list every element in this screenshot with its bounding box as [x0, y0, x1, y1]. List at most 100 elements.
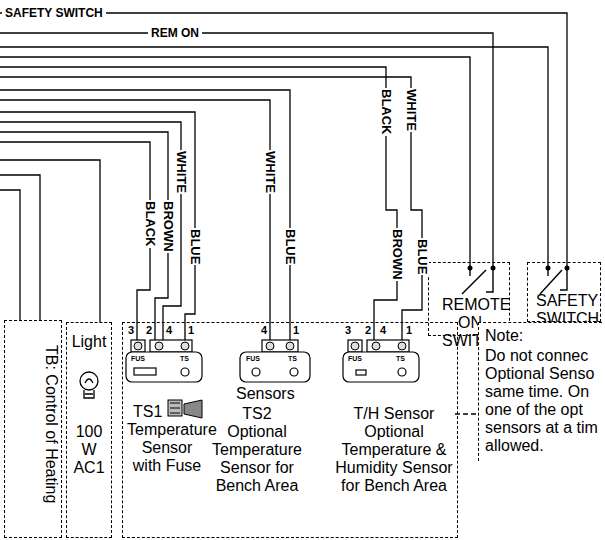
node-title: T/H Sensor: [335, 405, 453, 423]
wire: [0, 90, 290, 341]
wire-color: BLUE: [189, 228, 202, 265]
bulb-symbol: [80, 372, 98, 390]
switch-symbol: [560, 268, 567, 290]
wire-color: BLUE: [284, 228, 297, 265]
pin-number: 3: [345, 325, 351, 336]
wire: [0, 160, 100, 322]
wire: [0, 122, 181, 341]
sensor-icon: [184, 400, 202, 418]
sensor-body: [134, 368, 156, 375]
pin-number: 3: [128, 325, 134, 336]
wire: [0, 132, 168, 341]
signal-name: SAFETY SWITCH: [2, 6, 106, 20]
pin-number: 1: [188, 325, 194, 336]
node-text: 100 W AC1: [67, 423, 111, 477]
wire: [0, 67, 397, 341]
wire-color: BLACK: [144, 200, 157, 248]
sensor-icon: [168, 400, 182, 416]
sensor-body: [252, 368, 260, 376]
node-text: Temperature Sensor with Fuse: [127, 421, 207, 475]
node-text: Temperature & Humidity Sensor for Bench …: [335, 441, 453, 495]
terminal-tag: FUS: [131, 355, 145, 362]
terminal-board: TB: Control of Heating: [4, 320, 62, 538]
terminal-screw: [181, 342, 189, 350]
sensor-body: [356, 370, 366, 375]
switch-symbol: [486, 268, 493, 292]
pin-number: 2: [365, 325, 371, 336]
terminal-screw: [398, 342, 406, 350]
switch-symbol: [462, 268, 567, 294]
node-title: Light: [67, 333, 111, 351]
terminal-dot: [468, 266, 473, 271]
node-text: Optional: [211, 423, 303, 441]
terminal-screw: [351, 342, 359, 350]
wire: [0, 190, 20, 320]
terminal-screw: [134, 342, 142, 350]
sensor-body: [126, 340, 419, 382]
bulb-symbol: [80, 372, 98, 398]
sensor-body: [126, 352, 202, 382]
pin-number: 1: [406, 325, 412, 336]
bulb-symbol: [84, 390, 94, 398]
wire: [0, 175, 40, 320]
node-text: Do not connec Optional Senso same time. …: [479, 347, 602, 461]
switch-box: SAFETY SWITCH: [527, 262, 601, 322]
wire-color: BROWN: [162, 200, 175, 253]
node-title: Sensors: [236, 385, 295, 403]
terminal-dot: [468, 266, 570, 271]
terminal-tag: FUS: [348, 355, 362, 362]
node-title: TB: Control of Heating: [42, 345, 60, 503]
sensor-body: [398, 368, 406, 376]
node-title: TS1: [127, 403, 207, 421]
node-title: TS2: [211, 405, 303, 423]
pin-number: 4: [261, 325, 267, 336]
wire: [0, 142, 150, 341]
node-text: Temperature Sensor for Bench Area: [211, 441, 303, 495]
sensor-body: [240, 352, 310, 382]
terminal-screw: [266, 342, 274, 350]
pin-number: 4: [380, 325, 386, 336]
signal-name: REM ON: [148, 26, 202, 40]
sensor-body: [150, 340, 192, 352]
sensor-body: [181, 368, 189, 376]
terminal-tag: TS: [288, 355, 297, 362]
pin-number: 4: [166, 325, 172, 336]
sensor-body: [131, 340, 145, 352]
sensor-body: [262, 340, 298, 352]
note-box: Note:Do not connec Optional Senso same t…: [478, 322, 602, 461]
wire-color: BLUE: [416, 238, 429, 275]
terminal-dot: [491, 266, 496, 271]
light-box: Light 100 W AC1: [66, 322, 112, 538]
terminal-tag: TS: [180, 355, 189, 362]
terminal-screw: [286, 342, 294, 350]
wire: [0, 13, 567, 268]
terminal-screw: [372, 342, 380, 350]
wire: [0, 33, 493, 268]
wire-color: WHITE: [264, 150, 277, 194]
wire: [0, 77, 422, 341]
sensor-body: [348, 340, 362, 352]
wire: [0, 100, 270, 341]
terminal-screw: [134, 342, 406, 350]
sensor-icon: [170, 403, 180, 413]
wire: [0, 13, 567, 341]
sensor-body: [290, 368, 298, 376]
node-title: Note:: [479, 323, 602, 347]
bulb-symbol: [85, 379, 93, 383]
wire-color: WHITE: [175, 150, 188, 194]
terminal-tag: FUS: [246, 355, 260, 362]
terminal-dot: [565, 266, 570, 271]
wire: [0, 47, 548, 268]
sensor-icon: [168, 400, 202, 418]
terminal-tag: TS: [396, 355, 405, 362]
leader-line: [455, 413, 478, 414]
sensor-label: TS2OptionalTemperature Sensor for Bench …: [211, 405, 303, 495]
sensor-body: [367, 340, 409, 352]
sensor-label: T/H SensorOptionalTemperature & Humidity…: [335, 405, 453, 495]
wire-color: WHITE: [405, 88, 418, 132]
wire-color: BLACK: [380, 88, 393, 136]
wire: [0, 112, 195, 341]
terminal-dot: [546, 266, 551, 271]
sensor-label: TS1Temperature Sensor with Fuse: [127, 403, 207, 475]
